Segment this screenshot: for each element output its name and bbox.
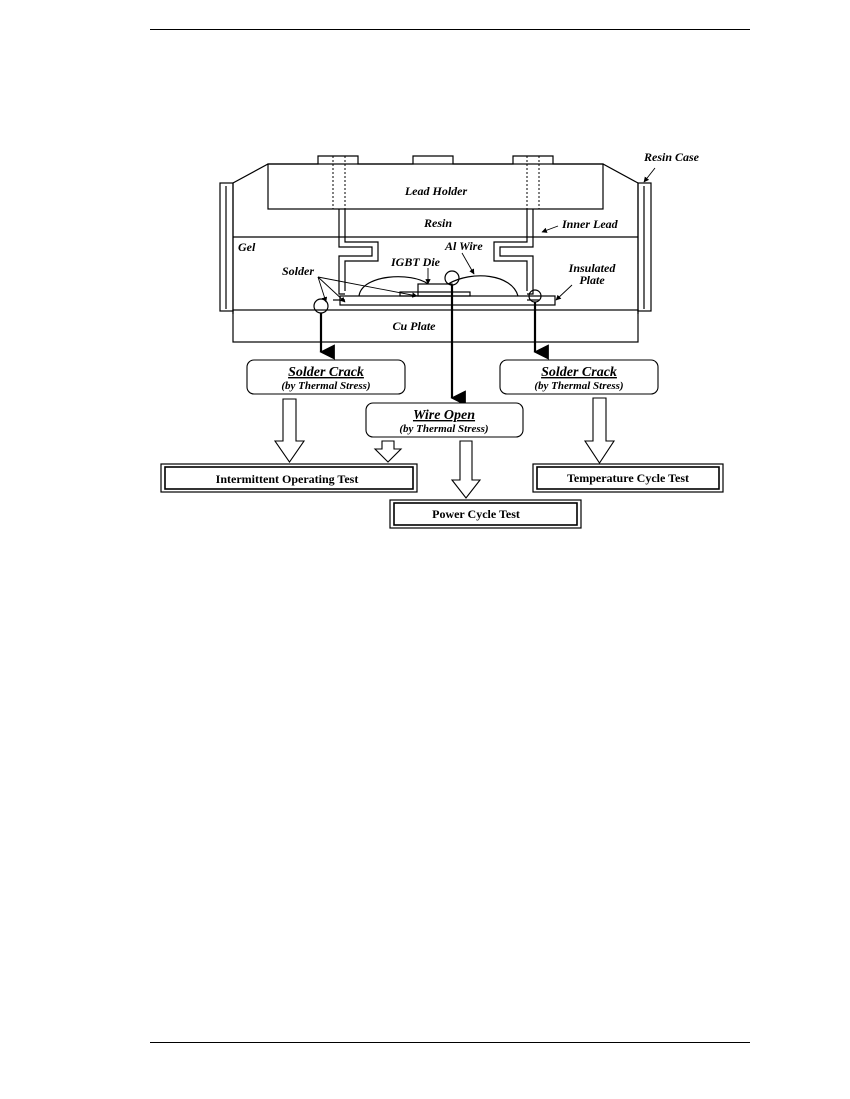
resin-case-right-wall [637,182,652,312]
wire-open-cause: (by Thermal Stress) [399,423,488,435]
intermittent-test-box [160,463,418,493]
al-wire-label: Al Wire [444,239,483,253]
inner-lead-right [499,209,534,295]
resin-case-label: Resin Case [643,150,700,164]
insulated-plate-leader [555,284,573,301]
hollow-arrow-intermittent-small [373,440,403,463]
hollow-arrow-intermittent [273,398,306,463]
hollow-arrow-temperature [583,397,616,464]
header-rule [150,29,750,30]
resin-case-outline [232,155,639,314]
insulated-plate [339,295,556,306]
inner-lead-left [338,209,373,295]
power-cycle-test-label: Power Cycle Test [432,507,520,521]
al-wire-left [358,276,429,297]
insulated-plate-label-2: Plate [579,273,605,287]
solder-crack-right-box [499,359,659,395]
inner-lead-leader [541,225,559,233]
intermittent-test-label: Intermittent Operating Test [216,472,359,486]
igbt-die-label: IGBT Die [390,255,441,269]
cu-plate-base [232,309,639,343]
solder-leader-3 [317,276,328,303]
solder-crack-right-title: Solder Crack [541,365,617,380]
al-wire-right [447,275,519,297]
footer-rule [150,1042,750,1043]
power-cycle-test-box [389,499,582,529]
wire-open-box [365,402,524,438]
insulated-plate-label-1: Insulated [568,261,617,275]
al-wire-leader [461,252,475,275]
inner-lead-label: Inner Lead [561,217,619,231]
solder-leader-1 [317,276,346,303]
gel-label: Gel [238,240,256,254]
wire-bond-failure-point [444,270,460,286]
resin-case-leader [643,167,656,183]
resin-case-left-wall [219,182,234,312]
solder-crack-left-title: Solder Crack [288,365,364,380]
solder-crack-left-cause: (by Thermal Stress) [281,380,370,392]
cu-plate-label: Cu Plate [392,319,436,333]
solder-leader-2 [317,276,418,298]
hollow-arrow-power-cycle [450,440,482,499]
solder-label: Solder [282,264,314,278]
module-cross-section [219,155,652,343]
resin-label: Resin [423,216,452,230]
igbt-die [417,283,453,297]
lead-holder [267,163,604,210]
wire-open-title: Wire Open [413,408,475,423]
solder-crack-left-box [246,359,406,395]
temperature-cycle-test-label: Temperature Cycle Test [567,471,689,485]
lead-holder-label: Lead Holder [404,184,468,198]
solder-crack-right-cause: (by Thermal Stress) [534,380,623,392]
temperature-cycle-test-box [532,463,724,493]
